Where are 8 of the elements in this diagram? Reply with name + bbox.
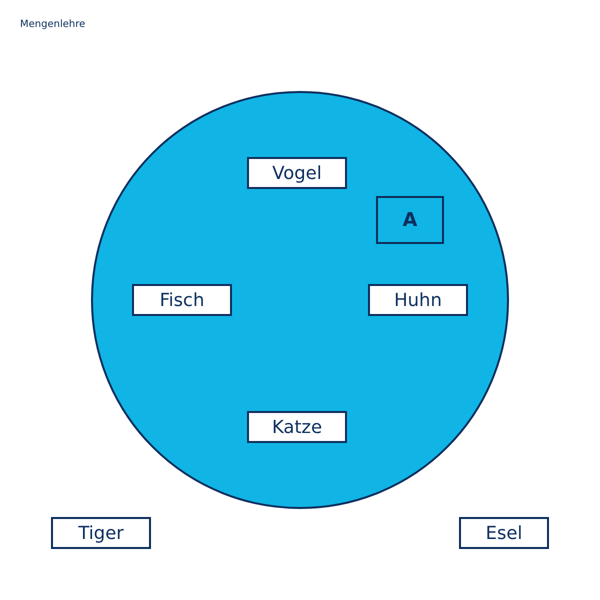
element-box: Tiger <box>51 517 151 549</box>
set-label: A <box>376 196 444 244</box>
element-box: Esel <box>459 517 549 549</box>
element-box: Vogel <box>247 157 347 189</box>
element-box: Katze <box>247 411 347 443</box>
element-box: Huhn <box>368 284 468 316</box>
diagram-title: Mengenlehre <box>20 19 86 30</box>
element-box: Fisch <box>132 284 232 316</box>
